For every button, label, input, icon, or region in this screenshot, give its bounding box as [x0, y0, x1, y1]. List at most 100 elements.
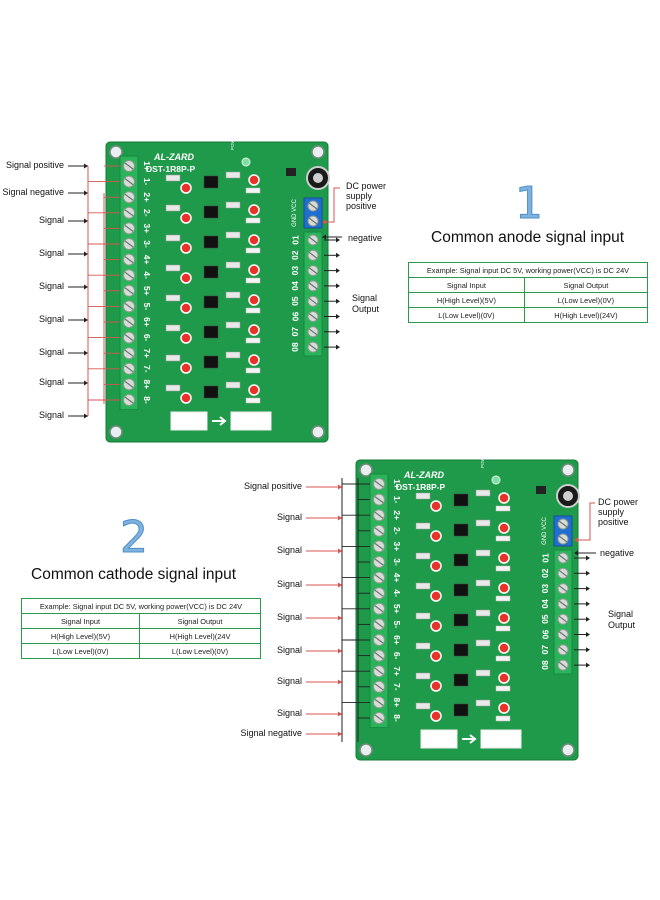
diagram1-output-silk: 08 [290, 342, 300, 352]
diagram1-capacitor-top [313, 173, 323, 183]
diagram2-terminal-slot [374, 589, 384, 597]
diagram2-negative-arrow [574, 550, 578, 556]
diagram1-terminal-slot [124, 287, 134, 295]
diagram1-dc-label: DC power supply positive [346, 181, 386, 211]
diagram2-signal-label: Signal [276, 512, 302, 522]
diagram1-output-led [248, 204, 260, 216]
diagram1-resistor [225, 201, 241, 209]
diagram1-dc-line3: positive [346, 201, 377, 211]
diagram1-table-cell: L(Low Level)(0V) [523, 292, 649, 308]
diagram2-terminal-slot [374, 574, 384, 582]
diagram2-terminal-label: 6- [392, 652, 402, 660]
diagram1-terminal-label: 1+ [142, 161, 152, 171]
diagram1-signal-arrow [84, 413, 88, 419]
diagram1-resistor [245, 367, 261, 374]
diagram2-resistor [415, 672, 431, 680]
diagram2-resistor [415, 522, 431, 530]
diagram2-signal-arrow [338, 679, 342, 685]
diagram1-resistor [165, 264, 181, 272]
diagram2-terminal-slot [558, 661, 568, 669]
diagram2-output-led [498, 552, 510, 564]
diagram1-terminal-label: 1- [142, 178, 152, 186]
diagram2-input-led [430, 500, 442, 512]
diagram2-terminal-slot [374, 496, 384, 504]
diagram1-output-terminal-block [303, 231, 323, 357]
diagram1-signal-label: Signal [38, 347, 64, 357]
diagram1-resistor [245, 217, 261, 224]
diagram1-signal-arrow [84, 163, 88, 169]
diagram2-model-silk: DST-1R8P-P [396, 482, 445, 492]
diagram1-input-led [180, 332, 192, 344]
diagram2-signal-arrow [338, 711, 342, 717]
diagram2-terminal-slot [558, 615, 568, 623]
diagram1-input-led [180, 182, 192, 194]
diagram2-input-led [430, 530, 442, 542]
diagram2-terminal-slot [374, 480, 384, 488]
diagram2-terminal-label: 1+ [392, 479, 402, 489]
diagram2-negative-label: negative [600, 548, 635, 558]
diagram1-signal-label: Signal [38, 215, 64, 225]
diagram2-optocoupler [453, 523, 469, 537]
diagram2-mounting-hole [359, 743, 373, 757]
diagram2-resistor [475, 579, 491, 587]
diagram1-terminal-label: 7+ [142, 348, 152, 358]
diagram1-terminal-label: 5- [142, 303, 152, 311]
diagram2-terminal-label: 4- [392, 589, 402, 597]
diagram1-resistor [165, 294, 181, 302]
diagram1-optocoupler [203, 325, 219, 339]
diagram2-resistor [475, 549, 491, 557]
diagram1-resistor [165, 234, 181, 242]
diagram1-terminal-slot [308, 282, 318, 290]
diagram1-resistor [225, 231, 241, 239]
diagram2-terminal-slot [558, 646, 568, 654]
diagram2-terminal-label: 1- [392, 496, 402, 504]
diagram2-terminal-label: 5+ [392, 604, 402, 614]
diagram2-brand-silk: AL-ZARD [403, 470, 444, 480]
diagram1-output-arrow-head [336, 329, 340, 335]
diagram2-input-led [430, 710, 442, 722]
diagram2-regulator [536, 486, 546, 494]
diagram2-output-silk: 08 [540, 660, 550, 670]
diagram2-terminal-label: 8+ [392, 698, 402, 708]
diagram2-signal-label: Signal [276, 579, 302, 589]
diagram2-signal-arrow [338, 731, 342, 737]
diagram2-output-silk: 05 [540, 614, 550, 624]
diagram1-resistor [165, 204, 181, 212]
diagram1-terminal-label: 6- [142, 334, 152, 342]
diagram2-table-cell: H(High Level)(24V [139, 628, 261, 644]
diagram2-output-led [498, 582, 510, 594]
diagram2-resistor [495, 505, 511, 512]
diagram1-resistor [245, 277, 261, 284]
diagram2-table-example: Example: Signal input DC 5V, working pow… [21, 598, 261, 614]
diagram1-resistor [165, 324, 181, 332]
diagram1-signal-arrow [84, 218, 88, 224]
diagram2-optocoupler [453, 583, 469, 597]
diagram1-terminal-label: 2- [142, 209, 152, 217]
diagram1-gnd-vcc-silk: GND VCC [292, 199, 298, 227]
diagram2-table-cell: H(High Level)(5V) [20, 628, 141, 644]
diagram2-resistor [475, 639, 491, 647]
diagram1-signal-label: Signal [38, 248, 64, 258]
diagram1-terminal-slot [124, 380, 134, 388]
diagram1-terminal-slot [124, 302, 134, 310]
diagram1-terminal-label: 6+ [142, 317, 152, 327]
diagram1-terminal-slot [124, 193, 134, 201]
diagram2-signal-label: Signal [276, 676, 302, 686]
diagram2-signal-label: Signal negative [240, 728, 302, 738]
diagram1-signal-arrow [84, 350, 88, 356]
diagram1-resistor [245, 337, 261, 344]
diagram2-output-terminal-block [553, 549, 573, 675]
diagram2-resistor [495, 565, 511, 572]
diagram1-resistor [245, 247, 261, 254]
diagram2-resistor [495, 655, 511, 662]
diagram2-optocoupler [453, 613, 469, 627]
diagram1-terminal-label: 3- [142, 240, 152, 248]
diagram2-terminal-label: 3- [392, 558, 402, 566]
diagram1-terminal-label: 8- [142, 396, 152, 404]
diagram1-terminal-slot [308, 217, 318, 225]
diagram2-capacitor-top [563, 491, 573, 501]
diagram2-input-led [430, 620, 442, 632]
diagram2-output-arrow-head [586, 555, 590, 561]
diagram2-signal-label: Signal [276, 545, 302, 555]
